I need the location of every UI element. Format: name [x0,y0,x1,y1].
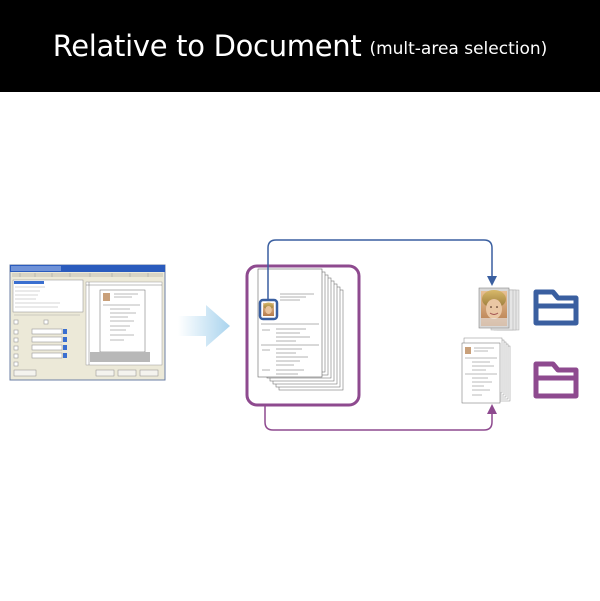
arrow-to-page-output [264,405,493,431]
dialog-screenshot [9,264,166,381]
face-thumbnail [478,287,520,331]
header-bar: Relative to Document (mult-area selectio… [0,0,600,92]
page-stack-thumbnail [461,337,511,404]
page-title: Relative to Document [52,29,362,63]
folder-blue-icon [533,289,579,326]
document-stack [257,268,344,391]
folder-purple-icon [533,361,579,399]
document-stack-frame [245,264,361,407]
page-subtitle: (mult-area selection) [369,39,548,59]
flow-arrow [178,305,230,347]
arrow-to-face-output [267,239,493,300]
